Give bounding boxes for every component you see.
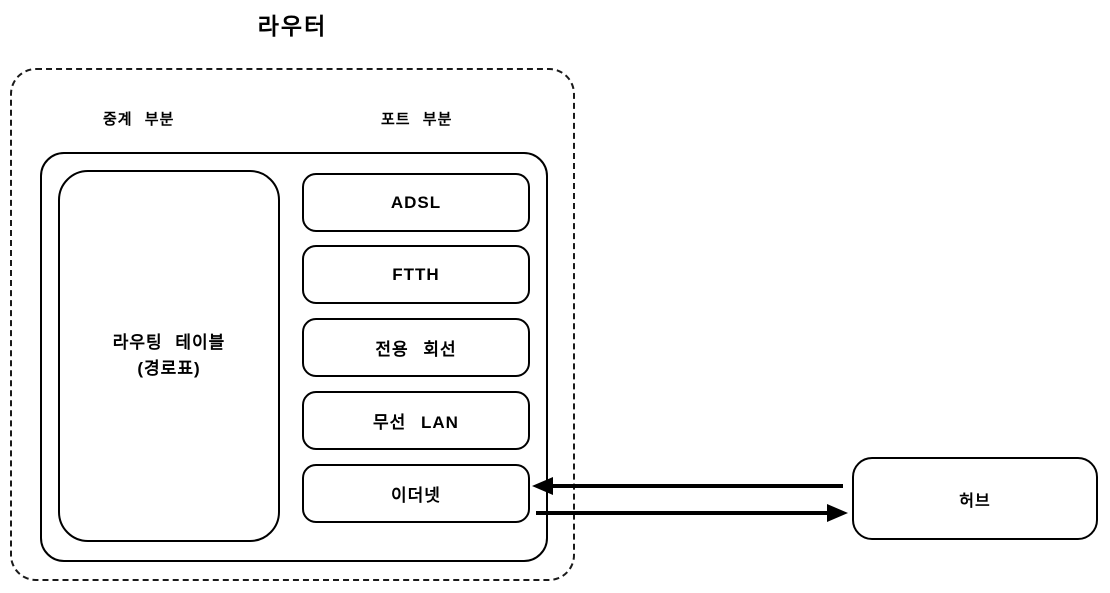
port-box-ethernet: 이더넷 (302, 464, 530, 523)
arrow-left-head-icon (532, 477, 553, 495)
routing-table-label-line1: 라우팅 테이블 (112, 332, 226, 352)
port-box-wireless-lan: 무선 LAN (302, 391, 530, 450)
port-box-ftth: FTTH (302, 245, 530, 304)
arrow-hub-to-ethernet-line (550, 484, 843, 488)
relay-section-label: 중계 부분 (103, 111, 175, 128)
hub-box: 허브 (852, 457, 1098, 540)
port-box-leased-line: 전용 회선 (302, 318, 530, 377)
router-boundary (10, 68, 575, 581)
arrow-right-head-icon (827, 504, 848, 522)
routing-table-label-line2: (경로표) (137, 359, 201, 378)
routing-table-box: 라우팅 테이블 (경로표) (58, 170, 280, 542)
router-title: 라우터 (257, 13, 328, 39)
port-box-adsl: ADSL (302, 173, 530, 232)
arrow-ethernet-to-hub-line (536, 511, 829, 515)
port-section-label: 포트 부분 (381, 111, 453, 128)
router-internal-box (40, 152, 548, 562)
